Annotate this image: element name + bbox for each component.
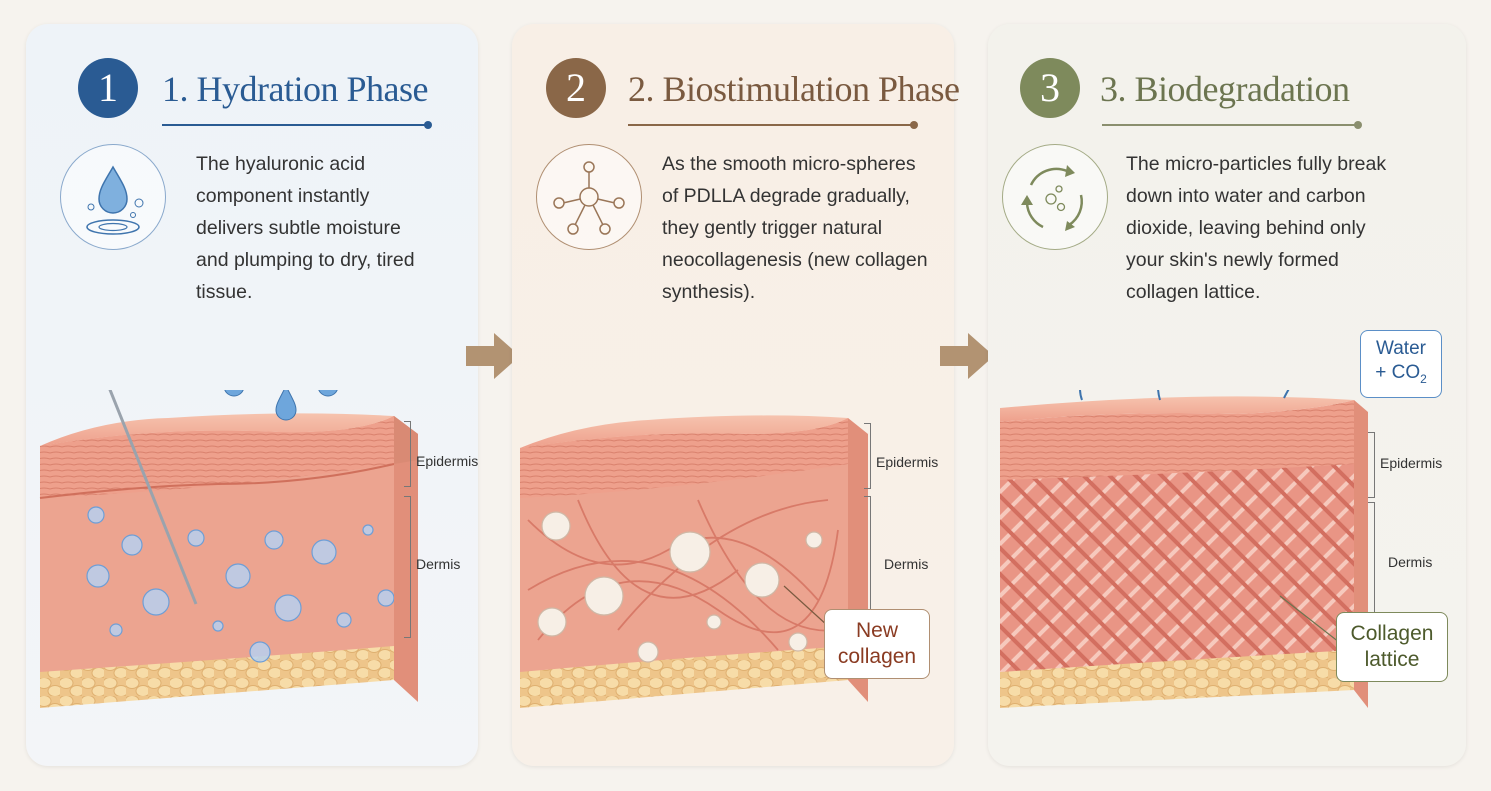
phase-description: As the smooth micro-spheres of PDLLA deg… [662,153,928,303]
skin-cross-section [1000,390,1368,708]
hyaluronic-bubbles [86,506,395,663]
water-co2-callout: Water + CO2 [1360,330,1442,398]
syringe-icon [108,390,198,605]
dermis-label: Dermis [884,556,929,572]
biodegradation-phase-panel: 3 3. Biodegradation The micro-particles … [988,24,1466,766]
epidermis-label: Epidermis [1380,455,1443,471]
step-number-badge: 3 [1020,58,1080,118]
dermis-label: Dermis [1388,554,1433,570]
epidermis-label: Epidermis [416,453,479,469]
water-drops [224,390,338,421]
phase-description: The hyaluronic acid component instantly … [196,153,415,303]
skin-cross-section [520,415,868,708]
pdlla-microspheres [537,511,823,663]
biostimulation-phase-panel: 2 2. Biostimulation Phase As the smooth … [512,24,960,766]
phase-description: The micro-particles fully break down int… [1126,153,1387,303]
phase-title: 3. Biodegradation [1100,69,1350,109]
molecule-icon [536,144,642,250]
hydration-phase-panel: 1 1. Hydration Phase The hyaluronic acid… [26,24,478,766]
phase-title: 1. Hydration Phase [162,69,428,109]
step-number-badge: 1 [78,58,138,118]
skin-cross-section [39,390,418,708]
right-arrow-icon [940,333,994,379]
dermis-label: Dermis [416,556,461,572]
title-divider [162,121,432,129]
title-divider [628,121,918,129]
rising-arrows [1079,390,1290,401]
recycle-cycle-icon [1002,144,1108,250]
title-divider [1102,121,1362,129]
step-number-badge: 2 [546,58,606,118]
phase-title: 2. Biostimulation Phase [628,69,960,109]
water-drop-icon [60,144,166,250]
right-arrow-icon [466,333,520,379]
epidermis-label: Epidermis [876,454,939,470]
